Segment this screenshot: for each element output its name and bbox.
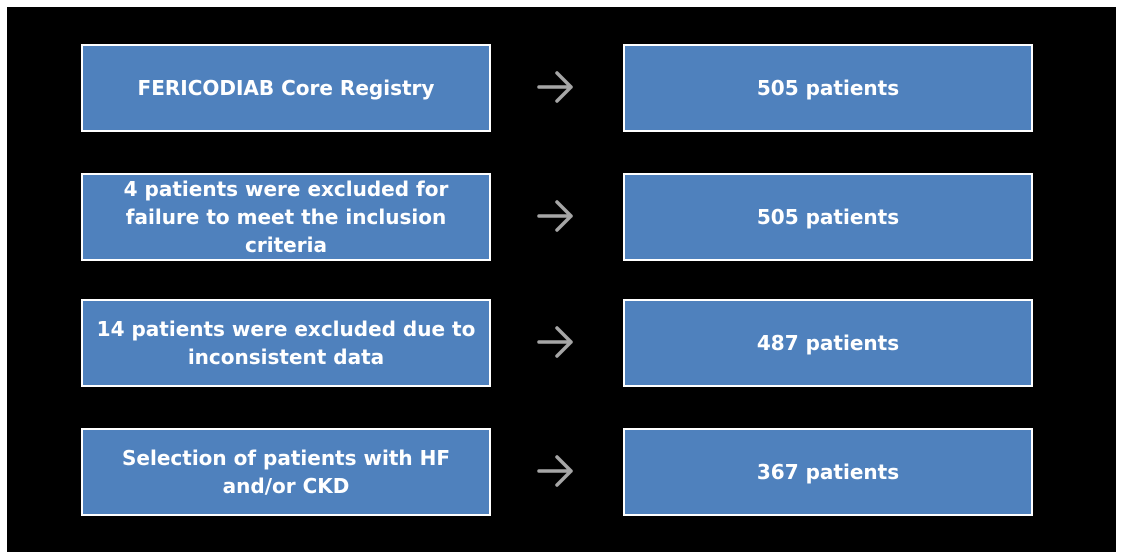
step-4-count: 367 patients	[756, 460, 900, 484]
step-3-description: 14 patients were excluded due to inconsi…	[96, 317, 476, 369]
step-1-arrow-icon	[537, 71, 573, 103]
flowchart-canvas: FERICODIAB Core Registry 505 patients 4 …	[7, 7, 1116, 552]
step-4-count-box: 367 patients	[623, 428, 1033, 516]
step-1-count-box: 505 patients	[623, 44, 1033, 132]
step-2-arrow-icon	[537, 200, 573, 232]
step-3-count: 487 patients	[756, 331, 900, 355]
step-4-arrow-icon	[537, 455, 573, 487]
step-2-count-box: 505 patients	[623, 173, 1033, 261]
step-4-description: Selection of patients with HF and/or CKD	[122, 446, 450, 498]
step-4-description-box: Selection of patients with HF and/or CKD	[81, 428, 491, 516]
step-3-description-box: 14 patients were excluded due to inconsi…	[81, 299, 491, 387]
step-1-description-box: FERICODIAB Core Registry	[81, 44, 491, 132]
step-3-arrow-icon	[537, 326, 573, 358]
step-1-description: FERICODIAB Core Registry	[137, 76, 435, 100]
step-2-description: 4 patients were excluded for failure to …	[123, 177, 449, 257]
step-2-description-box: 4 patients were excluded for failure to …	[81, 173, 491, 261]
step-3-count-box: 487 patients	[623, 299, 1033, 387]
step-1-count: 505 patients	[756, 76, 900, 100]
step-2-count: 505 patients	[756, 205, 900, 229]
